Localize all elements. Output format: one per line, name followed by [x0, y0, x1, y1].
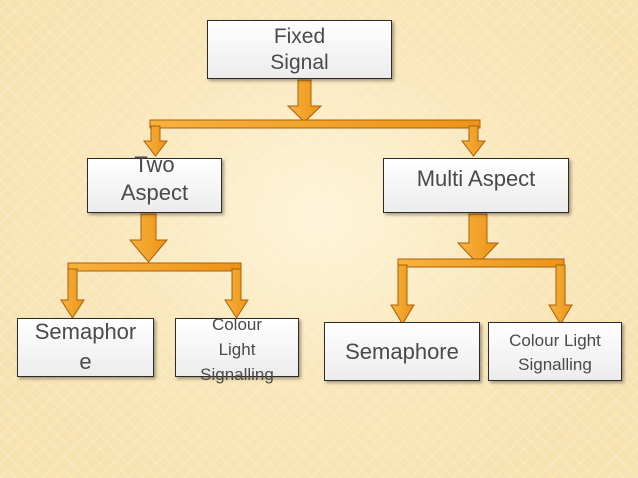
node-colour-light-multi-aspect: Colour Light Signalling: [488, 322, 622, 381]
node-semaphore-multi-aspect: Semaphore: [324, 322, 480, 381]
node-multi-aspect: Multi Aspect: [383, 158, 569, 213]
node-semaphore-two-aspect: Semaphor e: [17, 318, 154, 377]
node-label: Multi Aspect: [416, 166, 536, 191]
node-label: Colour Light Signalling: [509, 331, 601, 374]
connector-bar: [397, 258, 565, 268]
node-colour-light-two-aspect: Colour Light Signalling: [175, 315, 299, 384]
node-two-aspect: Two Aspect: [87, 152, 222, 213]
down-arrow-icon: [60, 268, 85, 319]
node-fixed-signal: Fixed Signal: [207, 20, 392, 79]
down-arrow-icon: [390, 264, 415, 325]
node-label: Semaphor e: [34, 319, 137, 374]
connector-bar: [149, 119, 481, 129]
connector-bar: [67, 262, 242, 272]
node-label: Semaphore: [345, 339, 459, 364]
down-arrow-icon: [224, 268, 249, 319]
down-arrow-icon: [456, 213, 500, 265]
node-label: Two Aspect: [120, 152, 189, 205]
node-label: Fixed Signal: [270, 25, 329, 74]
down-arrow-icon: [548, 264, 573, 325]
down-arrow-icon: [142, 125, 169, 157]
down-arrow-icon: [460, 125, 487, 157]
node-label: Colour Light Signalling: [200, 315, 274, 384]
down-arrow-icon: [128, 213, 169, 263]
down-arrow-icon: [286, 79, 323, 123]
